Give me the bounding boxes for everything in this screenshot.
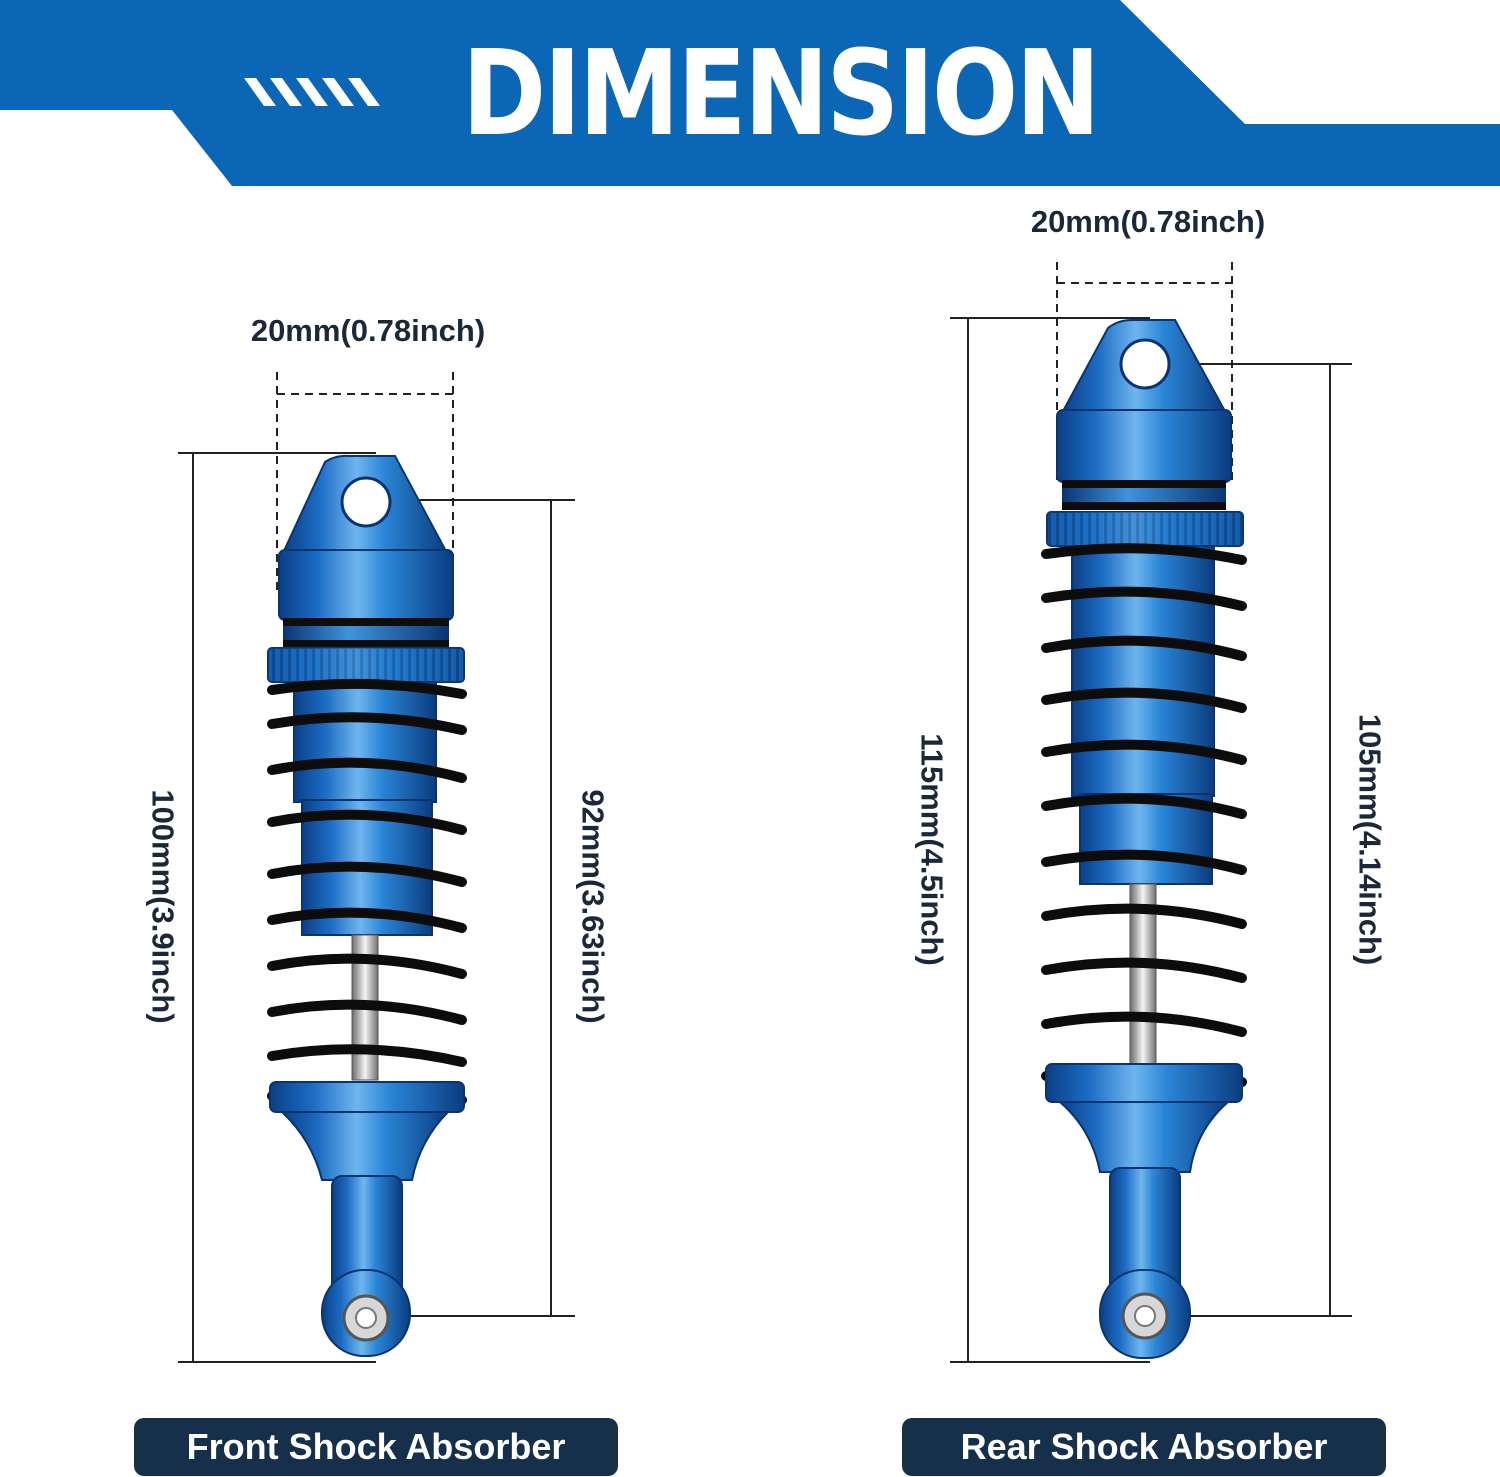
rear-eye-to-eye-label: 105mm(4.14inch) [1352, 713, 1388, 966]
page-title: DIMENSION [461, 24, 1101, 162]
rear-dimension-lines [950, 262, 1352, 1363]
rear-shock-name-badge: Rear Shock Absorber [902, 1418, 1386, 1476]
rear-width-label: 20mm(0.78inch) [1030, 204, 1266, 239]
front-overall-length-label: 100mm(3.9inch) [145, 789, 181, 1024]
front-width-label: 20mm(0.78inch) [250, 313, 486, 348]
rear-shock-absorber [950, 262, 1352, 1363]
chevron-stripes-icon [244, 78, 380, 106]
front-shock-name-badge: Front Shock Absorber [134, 1418, 618, 1476]
front-shock-absorber [178, 372, 575, 1363]
header-banner [0, 0, 1500, 186]
rear-overall-length-label: 115mm(4.5inch) [914, 733, 950, 966]
header-band [0, 0, 1500, 186]
front-eye-to-eye-label: 92mm(3.63inch) [575, 789, 611, 1024]
